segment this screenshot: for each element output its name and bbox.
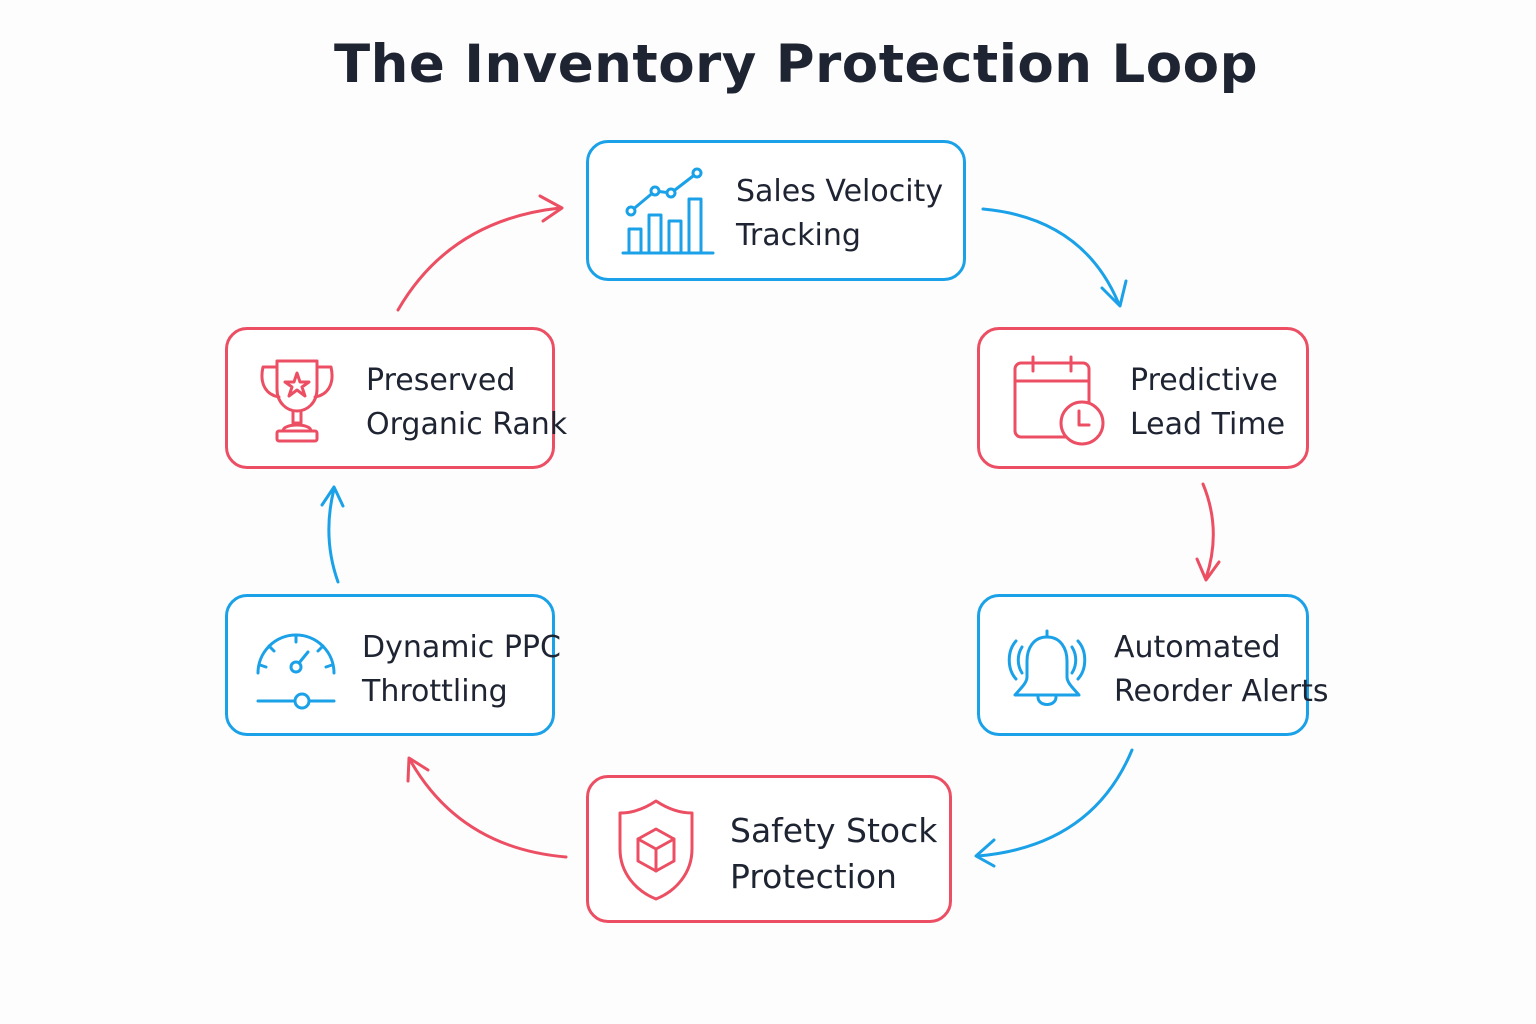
trophy-star-icon: [255, 357, 339, 447]
gauge-slider-icon: [252, 621, 340, 713]
arrow-safety-to-ppc: [406, 756, 568, 859]
arrow-predictive-to-reorder: [1195, 482, 1221, 582]
calendar-clock-icon: [1013, 355, 1109, 451]
node-label: Dynamic PPC Throttling: [362, 626, 561, 714]
node-label-line2: Throttling: [362, 674, 508, 709]
node-label-line2: Organic Rank: [366, 407, 568, 442]
node-label: Safety Stock Protection: [730, 808, 937, 900]
ringing-bell-icon: [1002, 627, 1092, 711]
node-label-line2: Reorder Alerts: [1114, 674, 1329, 709]
node-label-line1: Sales Velocity: [736, 174, 944, 209]
arrow-reorder-to-safety: [974, 748, 1134, 868]
node-predictive-lead-time: Predictive Lead Time: [977, 327, 1309, 469]
node-label: Sales Velocity Tracking: [736, 170, 943, 258]
node-automated-reorder-alerts: Automated Reorder Alerts: [977, 594, 1329, 736]
arrow-sales-to-predictive: [981, 207, 1128, 308]
node-label-line2: Lead Time: [1130, 407, 1286, 442]
node-label-line1: Safety Stock: [730, 811, 938, 850]
node-label-line1: Predictive: [1130, 363, 1278, 398]
node-label: Automated Reorder Alerts: [1114, 626, 1329, 714]
node-preserved-organic-rank: Preserved Organic Rank: [225, 327, 567, 469]
node-label: Preserved Organic Rank: [366, 359, 567, 447]
node-dynamic-ppc-throttling: Dynamic PPC Throttling: [225, 594, 561, 736]
node-label-line2: Tracking: [736, 218, 861, 253]
node-label-line1: Dynamic PPC: [362, 630, 561, 665]
node-label-line2: Protection: [730, 857, 897, 896]
node-sales-velocity-tracking: Sales Velocity Tracking: [586, 140, 966, 281]
node-label: Predictive Lead Time: [1130, 359, 1285, 447]
shield-box-icon: [616, 799, 696, 903]
bar-chart-trend-icon: [621, 167, 717, 259]
diagram-title: The Inventory Protection Loop: [333, 34, 1259, 95]
node-safety-stock-protection: Safety Stock Protection: [586, 775, 952, 923]
arrow-ppc-to-organic: [320, 485, 345, 584]
arrow-organic-to-sales: [396, 194, 564, 312]
node-label-line1: Automated: [1114, 630, 1281, 665]
node-label-line1: Preserved: [366, 363, 516, 398]
